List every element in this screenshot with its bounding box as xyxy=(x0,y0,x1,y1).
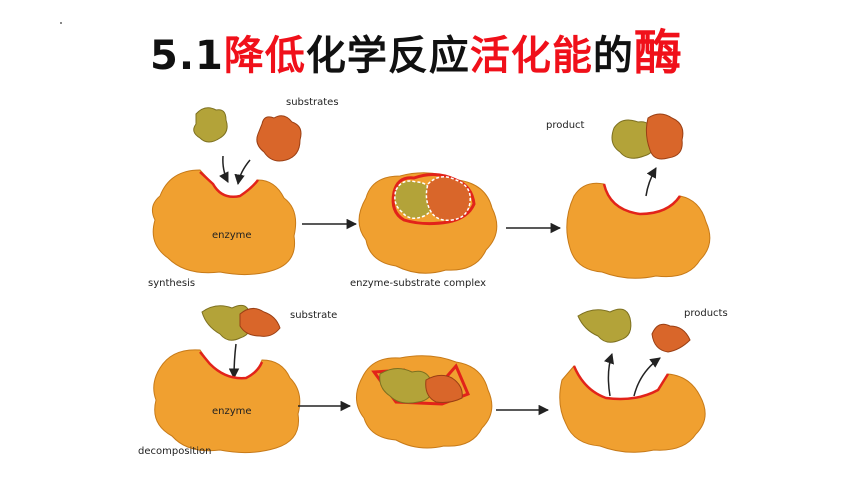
label-enzyme-bottom: enzyme xyxy=(212,406,252,417)
active-site-complex-top xyxy=(391,173,476,226)
complex-rust-piece xyxy=(425,176,471,222)
arrow-substrate-bind-1 xyxy=(219,155,229,183)
active-site-bottom-right xyxy=(572,365,670,401)
complex-bottom-rust xyxy=(425,374,463,403)
label-products: products xyxy=(684,308,728,319)
arrow-product-release xyxy=(645,167,657,197)
label-enzyme-top: enzyme xyxy=(212,230,252,241)
label-complex: enzyme-substrate complex xyxy=(350,278,486,289)
title-part-of: 的 xyxy=(592,33,634,79)
page-title: 5.1降低化学反应活化能的酶 xyxy=(150,26,683,80)
substrate-olive-piece xyxy=(193,107,228,143)
substrate-rust-piece xyxy=(256,115,302,162)
product-bottom-rust xyxy=(651,323,691,353)
product-bottom-olive xyxy=(577,308,632,343)
arrow-substrate-bind-bottom xyxy=(228,343,240,380)
arrow-substrate-bind-2 xyxy=(234,159,251,186)
active-site-bottom-left xyxy=(199,351,264,380)
active-site-top-right xyxy=(602,183,682,216)
enzyme-bottom-left xyxy=(153,349,301,454)
enzyme-top-left xyxy=(151,169,297,276)
complex-olive-piece xyxy=(394,180,434,219)
title-part-enzyme: 酶 xyxy=(633,25,683,81)
active-site-top-left xyxy=(199,171,259,198)
substrate-bottom-rust xyxy=(239,308,281,337)
label-synthesis: synthesis xyxy=(148,278,195,289)
enzyme-top-right xyxy=(566,182,711,279)
arrow-product-2 xyxy=(633,357,661,397)
label-substrate: substrate xyxy=(290,310,337,321)
product-rust-piece xyxy=(645,113,684,160)
title-part-reaction: 化学反应 xyxy=(305,33,470,79)
title-part-number: 5.1 xyxy=(150,33,224,79)
decorative-dot xyxy=(60,22,62,24)
title-part-activation-energy: 活化能 xyxy=(469,33,593,79)
title-part-lower: 降低 xyxy=(223,33,306,79)
label-decomposition: decomposition xyxy=(138,446,211,457)
label-substrates: substrates xyxy=(286,97,339,108)
arrow-product-1 xyxy=(604,353,614,397)
label-product: product xyxy=(546,120,585,131)
